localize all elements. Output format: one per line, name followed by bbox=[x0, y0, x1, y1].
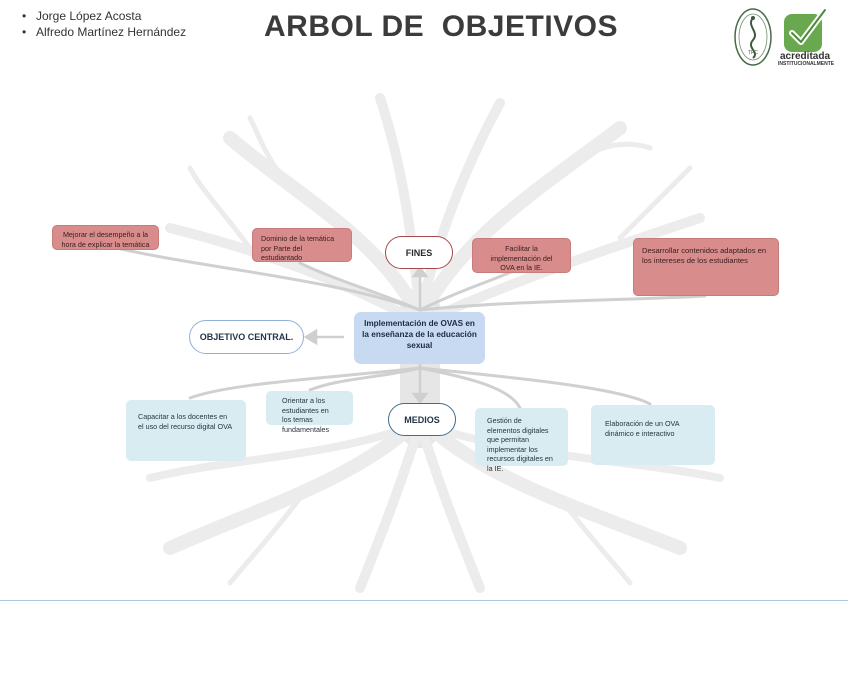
objetivo-central-label: OBJETIVO CENTRAL. bbox=[189, 320, 304, 354]
central-objective-box: Implementación de OVAS en la enseñanza d… bbox=[354, 312, 485, 364]
page-title: ARBOL DE OBJETIVOS bbox=[264, 10, 619, 43]
fin-box: Dominio de la temática por Parte del est… bbox=[252, 228, 352, 262]
medio-box: Gestión de elementos digitales que permi… bbox=[475, 408, 568, 473]
logos: TFC bbox=[734, 7, 828, 66]
bottom-divider bbox=[0, 600, 848, 601]
medio-box: Orientar a los estudiantes en los temas … bbox=[266, 391, 353, 434]
medios-label: MEDIOS bbox=[388, 403, 456, 436]
fines-label: FINES bbox=[385, 236, 453, 269]
medio-box: Capacitar a los docentes en el uso del r… bbox=[126, 400, 246, 461]
university-seal-icon: TFC bbox=[734, 8, 772, 66]
fin-box: Desarrollar contenidos adaptados en los … bbox=[633, 238, 779, 296]
medio-box: Elaboración de un OVA dinámico e interac… bbox=[591, 405, 715, 465]
author-item: Alfredo Martínez Hernández bbox=[22, 24, 186, 40]
svg-text:TFC: TFC bbox=[748, 50, 758, 56]
fin-box: Mejorar el desempeño a la hora de explic… bbox=[52, 225, 159, 250]
fin-box: Facilitar la implementación del OVA en l… bbox=[472, 238, 571, 273]
author-item: Jorge López Acosta bbox=[22, 8, 186, 24]
author-list: Jorge López Acosta Alfredo Martínez Hern… bbox=[22, 8, 186, 40]
accreditation-label: acreditada INSTITUCIONALMENTE bbox=[778, 51, 835, 68]
accreditation-check-icon bbox=[784, 7, 828, 52]
